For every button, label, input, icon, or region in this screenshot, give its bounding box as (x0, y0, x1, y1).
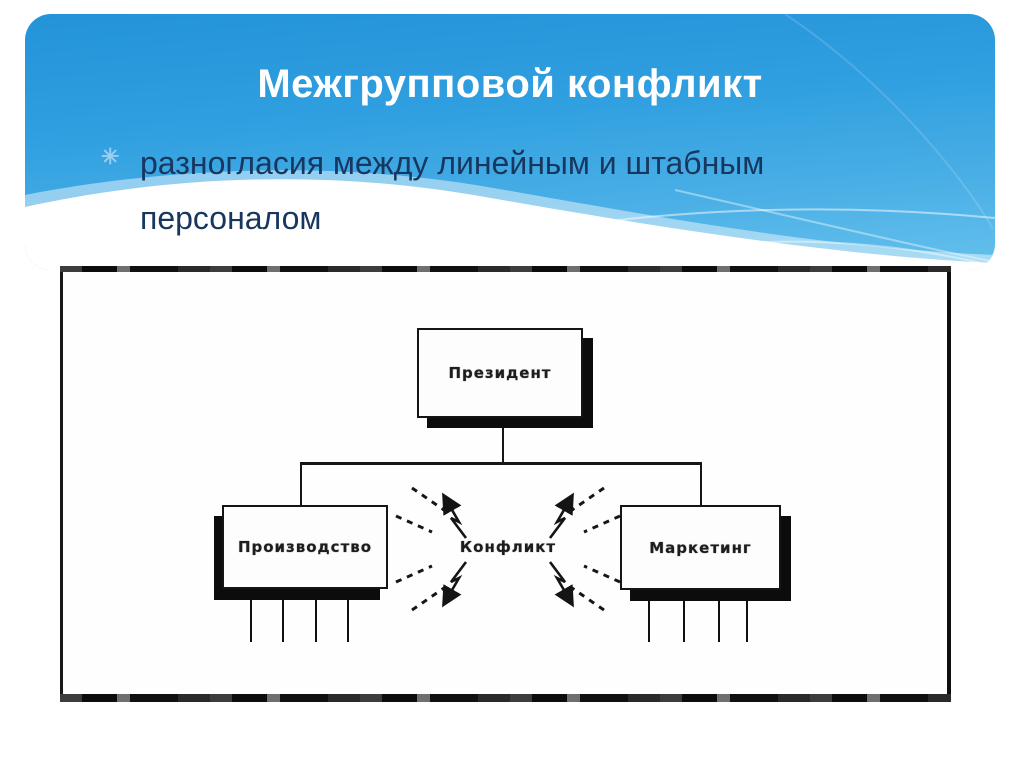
conflict-ray (583, 514, 621, 534)
conflict-ray (571, 586, 605, 612)
node-marketing-label: Маркетинг (649, 538, 752, 557)
lightning-bolt-icon (548, 561, 574, 608)
node-president: Президент (417, 328, 583, 418)
node-president-label: Президент (448, 364, 552, 382)
facet-line (784, 14, 994, 230)
diagram-figure: Президент Производство Маркетинг (60, 266, 951, 702)
conflict-ray (571, 486, 605, 512)
lightning-bolt-icon (442, 561, 468, 608)
stub-line (683, 600, 685, 642)
stub-line (746, 600, 748, 642)
stub-line (315, 600, 317, 642)
stub-line (347, 600, 349, 642)
connector-production-drop (300, 465, 302, 505)
bullet-text: разногласия между линейным и штабным пер… (140, 136, 764, 246)
figure-border-bottom (60, 694, 951, 702)
conflict-ray (395, 514, 433, 534)
conflict-ray (395, 564, 433, 584)
header-wave-decoration (25, 14, 995, 270)
lightning-bolt-icon (548, 492, 574, 539)
header-panel: Межгрупповой конфликт ✳ разногласия межд… (25, 14, 995, 270)
wave-stroke (674, 189, 995, 263)
conflict-ray (411, 486, 445, 512)
connector-marketing-drop (700, 465, 702, 505)
bullet-text-line2: персоналом (140, 200, 322, 236)
connector-horizontal (300, 462, 702, 465)
conflict-ray (411, 586, 445, 612)
conflict-starburst (395, 486, 621, 612)
stub-line (282, 600, 284, 642)
slide-title: Межгрупповой конфликт (257, 62, 763, 106)
stub-line (250, 600, 252, 642)
node-marketing: Маркетинг (620, 505, 781, 590)
lightning-bolt-icon (442, 492, 468, 539)
node-conflict-label: Конфликт (459, 538, 557, 556)
node-production: Производство (222, 505, 388, 589)
conflict-ray (583, 564, 621, 584)
stub-line (648, 600, 650, 642)
wave-white (25, 179, 995, 270)
node-production-label: Производство (237, 538, 373, 556)
bullet-text-line1: разногласия между линейным и штабным (140, 145, 765, 181)
bullet-marker-icon: ✳ (101, 144, 120, 169)
connector-president-down (502, 428, 504, 464)
figure-border-top (60, 266, 951, 272)
stub-line (718, 600, 720, 642)
